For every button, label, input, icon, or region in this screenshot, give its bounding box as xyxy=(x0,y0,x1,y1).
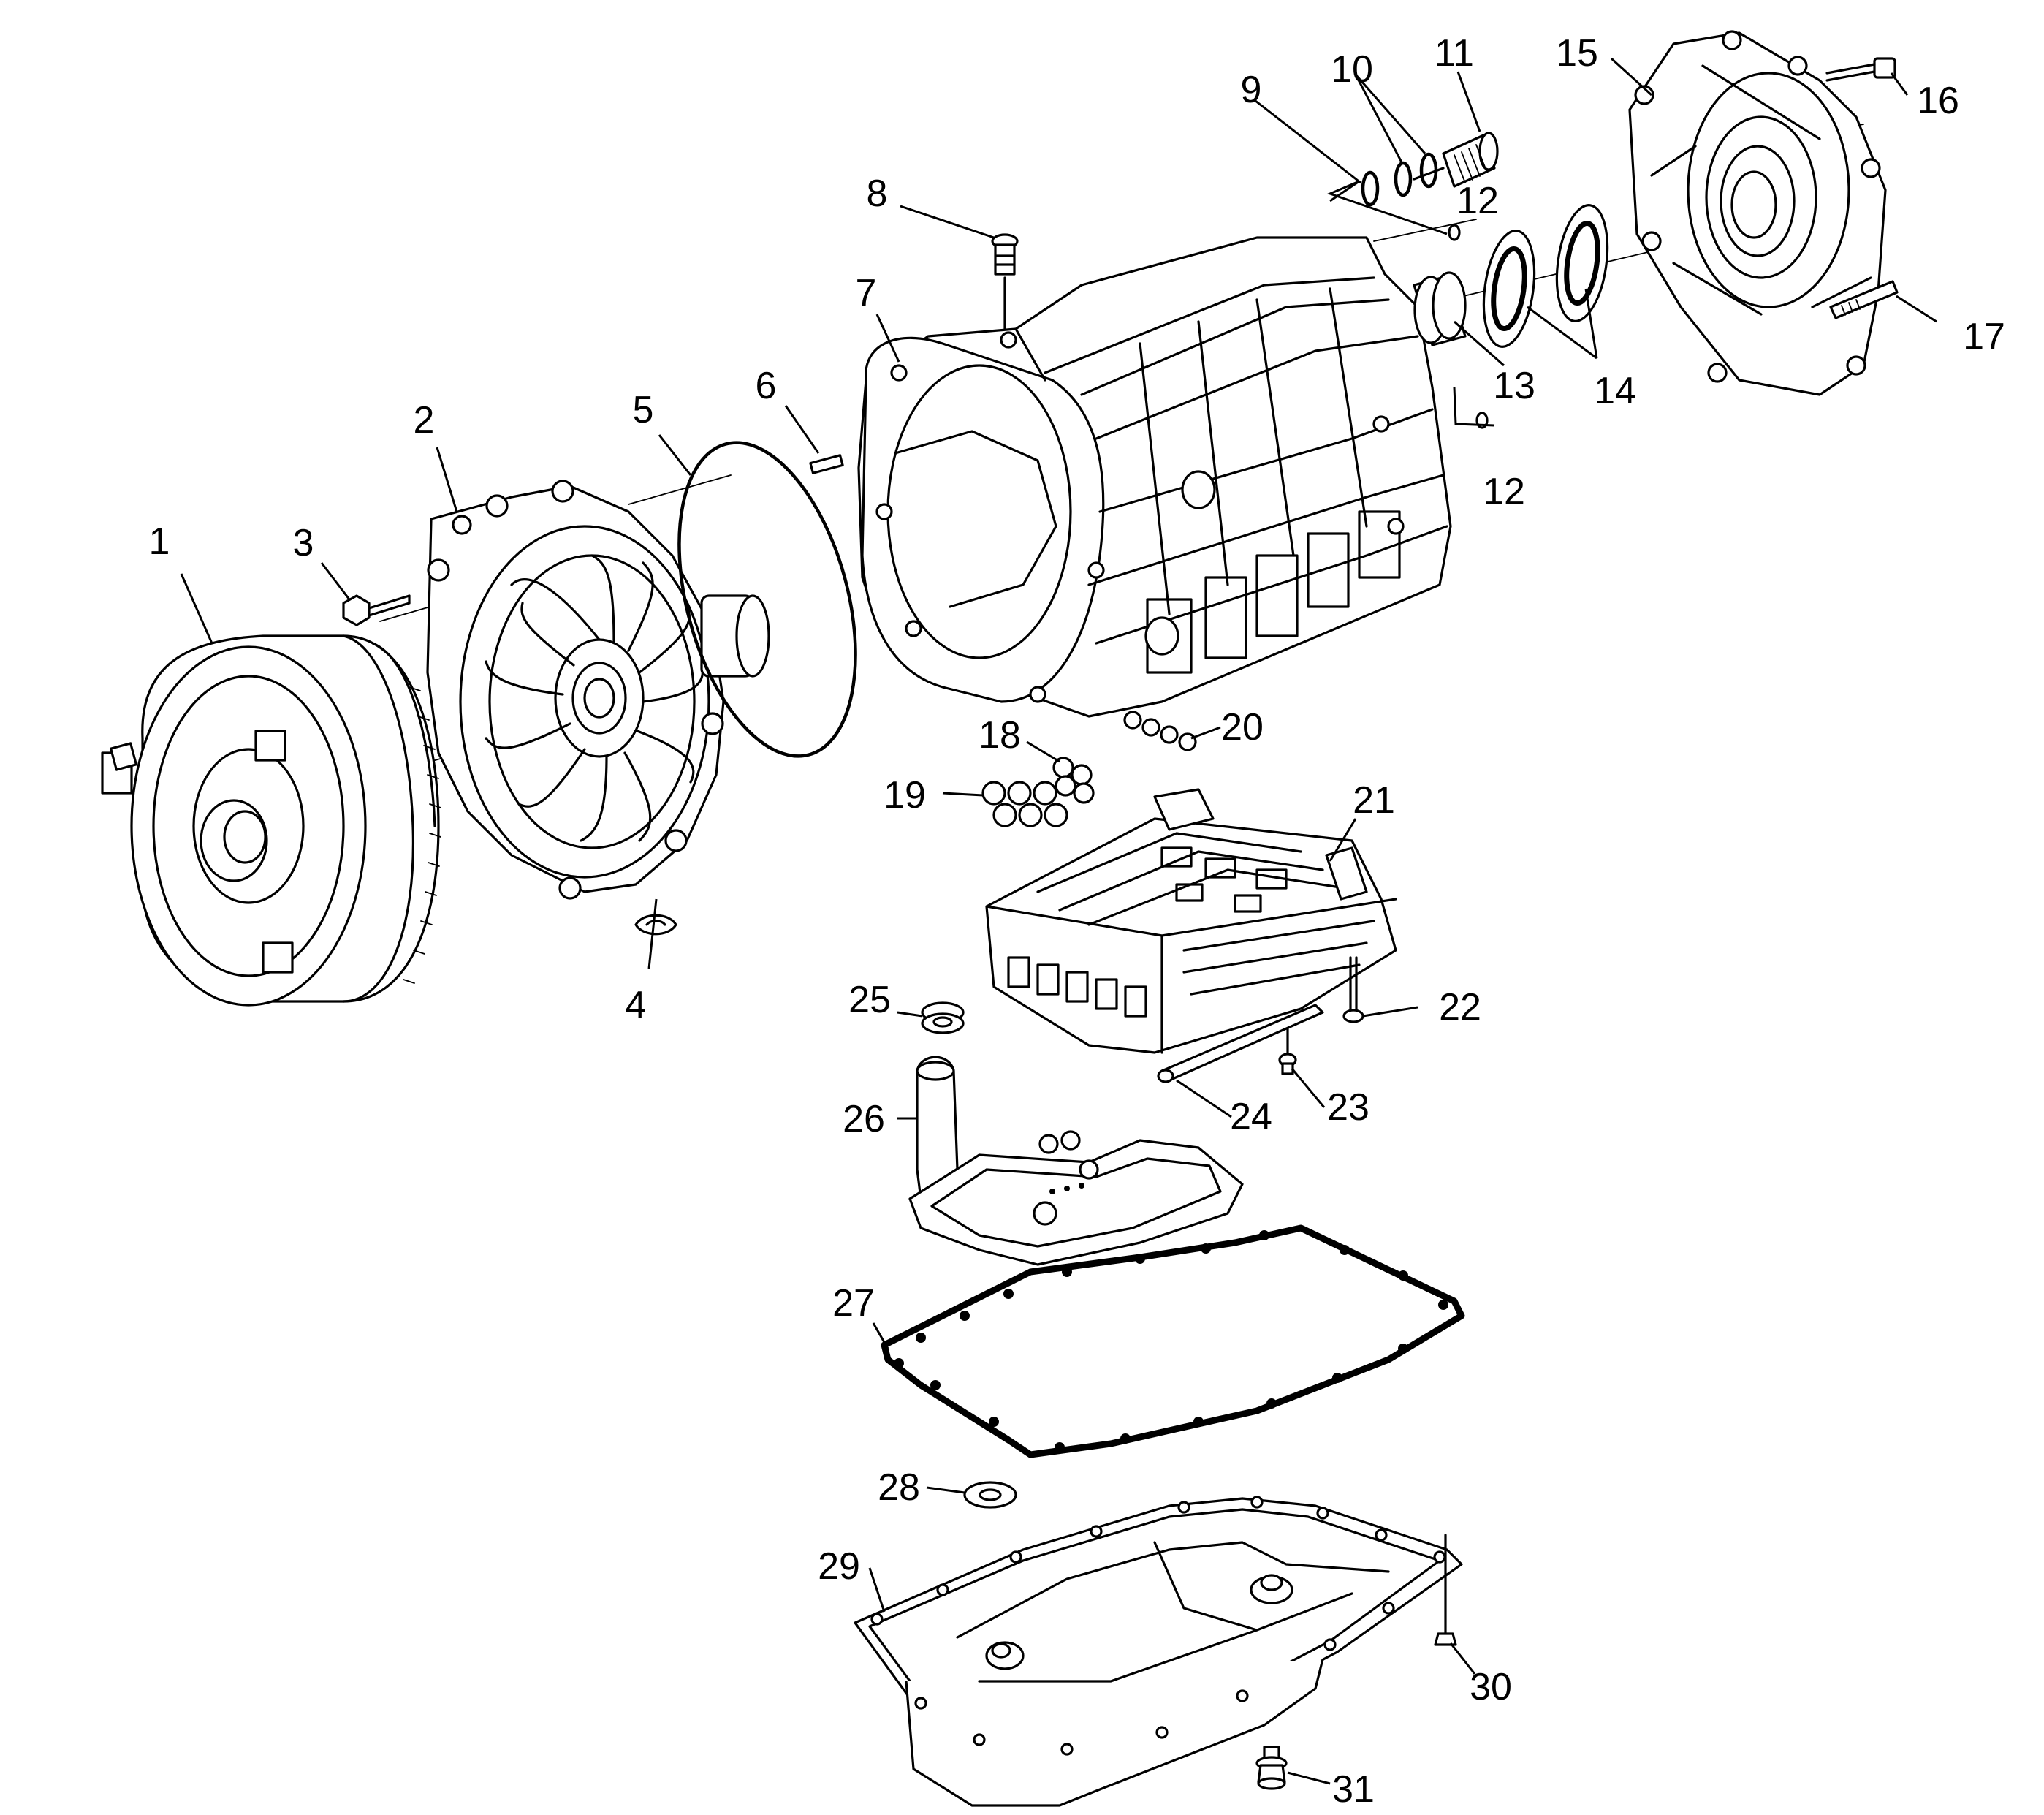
pump-bolt xyxy=(342,594,411,626)
callout-27: 27 xyxy=(832,1282,875,1325)
callout-26: 26 xyxy=(843,1098,885,1140)
leader-lines xyxy=(180,57,1937,1785)
callout-12a: 12 xyxy=(1456,180,1499,222)
filter-seal xyxy=(921,1001,965,1034)
o-ring-seal xyxy=(677,441,857,758)
seal-rings xyxy=(1361,152,1438,207)
callout-16: 16 xyxy=(1917,80,1959,122)
callout-13: 13 xyxy=(1493,365,1535,407)
bracket-bolt xyxy=(1278,1022,1297,1075)
transmission-case xyxy=(857,236,1452,718)
callout-30: 30 xyxy=(1470,1666,1512,1708)
oil-filter xyxy=(908,1056,1244,1266)
pan-gasket xyxy=(881,1224,1465,1458)
torque-converter xyxy=(101,634,441,1007)
callout-15: 15 xyxy=(1556,32,1598,75)
vent-cap xyxy=(991,233,1019,330)
pump-assembly xyxy=(426,480,770,900)
callout-22: 22 xyxy=(1439,986,1481,1028)
callout-19: 19 xyxy=(884,774,926,816)
callout-29: 29 xyxy=(818,1545,860,1588)
callout-28: 28 xyxy=(878,1466,920,1509)
callout-18: 18 xyxy=(979,714,1021,757)
housing-bolt xyxy=(1825,57,1896,82)
small-seals-set xyxy=(1052,757,1095,804)
callout-17: 17 xyxy=(1963,316,2005,358)
washer xyxy=(963,1481,1017,1509)
callout-1: 1 xyxy=(149,520,170,563)
callout-5: 5 xyxy=(633,389,654,431)
callout-14: 14 xyxy=(1594,370,1636,412)
callout-20: 20 xyxy=(1221,706,1264,749)
detent-spring xyxy=(1157,1004,1324,1083)
output-seals xyxy=(1482,204,1609,348)
bushing xyxy=(1413,271,1467,346)
valve-fitting xyxy=(1413,132,1499,188)
valve-body-bolt xyxy=(1342,956,1364,1023)
callout-6: 6 xyxy=(756,365,777,407)
dowel-pin xyxy=(809,454,844,474)
pan-bolt xyxy=(1434,1534,1457,1646)
retaining-clip xyxy=(634,914,677,936)
plug-set xyxy=(1123,711,1197,751)
extension-housing xyxy=(1628,30,1887,396)
callout-24: 24 xyxy=(1230,1096,1272,1138)
callout-31: 31 xyxy=(1332,1768,1375,1811)
oil-pan xyxy=(854,1496,1463,1807)
callout-7: 7 xyxy=(856,272,877,314)
seal-cluster xyxy=(981,781,1068,827)
callout-9: 9 xyxy=(1241,69,1262,111)
callout-4: 4 xyxy=(626,984,647,1026)
callout-3: 3 xyxy=(293,522,314,564)
callout-25: 25 xyxy=(848,979,891,1021)
callout-labels: 1 2 3 4 5 6 7 8 9 10 11 12 12 13 14 15 1… xyxy=(149,32,2005,1811)
callout-10: 10 xyxy=(1331,48,1373,91)
callout-23: 23 xyxy=(1327,1086,1369,1129)
drain-plug xyxy=(1255,1746,1288,1790)
callout-2: 2 xyxy=(414,399,435,442)
callout-8: 8 xyxy=(867,173,888,215)
housing-stud xyxy=(1829,280,1899,319)
callout-12b: 12 xyxy=(1483,471,1525,513)
case-plugs xyxy=(1448,224,1489,429)
callout-11: 11 xyxy=(1435,32,1474,75)
control-valve-body xyxy=(985,788,1397,1054)
callout-21: 21 xyxy=(1353,779,1395,822)
